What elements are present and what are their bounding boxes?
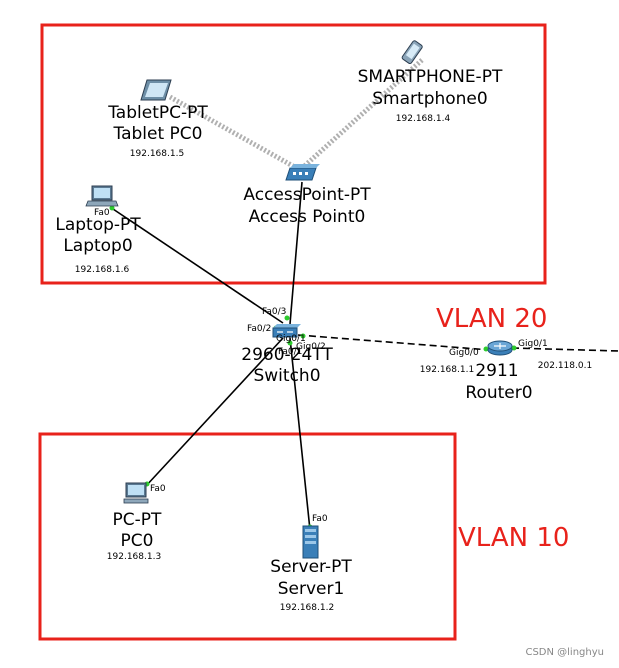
port-label-router-gig00: Gig0/0 (449, 348, 479, 358)
smartphone-name-label: Smartphone0 (372, 89, 487, 109)
vlan10-zone-box (38, 432, 457, 641)
wireless-link-tablet-ap (168, 94, 302, 173)
access-point-name-label: Access Point0 (249, 207, 366, 227)
access-point-icon[interactable] (285, 164, 320, 181)
tablet-ip-label: 192.168.1.5 (130, 149, 184, 159)
link-ap-switch (289, 181, 303, 325)
port-light-router-gig01 (511, 345, 517, 351)
server-icon[interactable] (302, 525, 319, 559)
smartphone-icon[interactable] (401, 40, 423, 65)
vlan10-label: VLAN 10 (458, 523, 569, 553)
router-name-label: Router0 (465, 383, 532, 403)
tablet-name-label: Tablet PC0 (113, 124, 203, 144)
switch-name-label: Switch0 (253, 366, 320, 386)
pc-icon[interactable] (123, 482, 149, 504)
link-switch-pc (144, 337, 284, 488)
wireless-link-smartphone-ap (298, 58, 424, 172)
port-label-router-gig01: Gig0/1 (518, 339, 548, 349)
port-label-server-fa0: Fa0 (312, 514, 328, 524)
port-light-switch-fa01 (287, 340, 293, 346)
link-laptop-switch (109, 206, 284, 324)
router-model-label: 2911 (475, 361, 518, 381)
port-label-switch-gig01: Gig0/1 (276, 334, 306, 344)
switch-model-label: 2960-24TT (241, 345, 333, 365)
port-light-laptop (109, 205, 115, 211)
port-light-router-gig00 (483, 346, 489, 352)
smartphone-model-label: SMARTPHONE-PT (358, 67, 503, 87)
access-point-model-label: AccessPoint-PT (243, 185, 371, 205)
smartphone-ip-label: 192.168.1.4 (396, 114, 451, 124)
link-switch-server (289, 337, 311, 531)
router-ip-label: 192.168.1.1 (420, 365, 474, 375)
laptop-name-label: Laptop0 (63, 236, 132, 256)
port-label-switch-gig02: Gig0/2 (296, 342, 326, 352)
switch-icon[interactable] (272, 324, 301, 338)
pc-name-label: PC0 (121, 531, 154, 551)
server-name-label: Server1 (278, 579, 345, 599)
port-label-switch-fa01: Fa0/1 (278, 347, 302, 357)
watermark-text: CSDN @linghyu (525, 647, 604, 658)
tablet-model-label: TabletPC-PT (107, 103, 208, 123)
port-label-switch-fa03: Fa0/3 (262, 307, 286, 317)
vlan20-label: VLAN 20 (436, 304, 547, 334)
tablet-icon[interactable] (140, 79, 172, 101)
router-icon[interactable] (487, 340, 513, 356)
server-model-label: Server-PT (270, 557, 352, 577)
port-light-switch-gig01 (300, 333, 306, 339)
laptop-model-label: Laptop-PT (55, 215, 141, 235)
server-ip-label: 192.168.1.2 (280, 603, 334, 613)
pc-ip-label: 192.168.1.3 (107, 552, 161, 562)
port-label-laptop-fa0: Fa0 (94, 208, 110, 218)
link-router-internet (511, 347, 619, 352)
router-outside-ip-label: 202.118.0.1 (538, 361, 592, 371)
pc-model-label: PC-PT (113, 510, 163, 530)
port-label-pc-fa0: Fa0 (150, 484, 166, 494)
port-light-switch-fa03 (284, 315, 290, 321)
link-switch-router (297, 334, 491, 351)
port-label-switch-fa02: Fa0/2 (247, 324, 271, 334)
laptop-icon[interactable] (85, 185, 119, 207)
laptop-ip-label: 192.168.1.6 (75, 265, 130, 275)
